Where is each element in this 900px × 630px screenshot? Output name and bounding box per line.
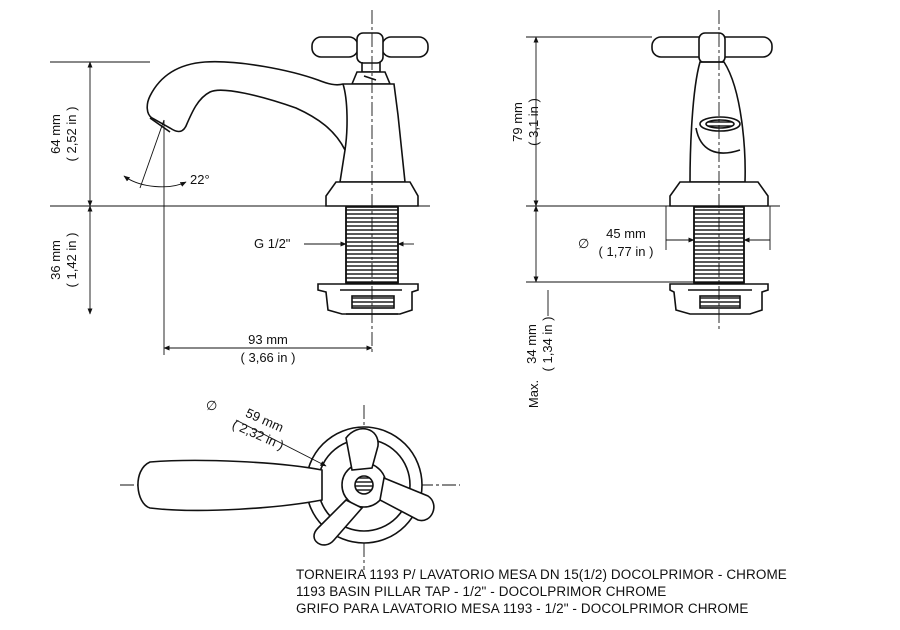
side-view	[651, 32, 773, 315]
handle-diameter-symbol: ∅	[206, 398, 217, 413]
svg-text:79 mm: 79 mm	[510, 102, 525, 142]
front-handle	[311, 32, 429, 85]
base-diameter-value: 45 mm	[606, 226, 646, 241]
front-height-upper-label: 64 mm ( 2,52 in )	[48, 107, 79, 162]
svg-text:( 2,52 in ): ( 2,52 in )	[64, 107, 79, 162]
reach-value: 93 mm	[248, 332, 288, 347]
side-dimensions	[526, 10, 780, 330]
svg-text:( 3,1 in ): ( 3,1 in )	[526, 98, 541, 146]
svg-text:36 mm: 36 mm	[48, 240, 63, 280]
front-spout	[146, 60, 406, 183]
base-diameter-inch: ( 1,77 in )	[599, 244, 654, 259]
caption-line-en: 1193 BASIN PILLAR TAP - 1/2" - DOCOLPRIM…	[296, 584, 667, 599]
max-thread-label: 34 mm ( 1,34 in )	[524, 317, 555, 372]
thread-label: G 1/2"	[254, 236, 291, 251]
side-height-label: 79 mm ( 3,1 in )	[510, 98, 541, 146]
base-diameter-symbol: ∅	[578, 236, 589, 251]
caption-line-pt: TORNEIRA 1193 P/ LAVATORIO MESA DN 15(1/…	[296, 567, 787, 582]
reach-inch: ( 3,66 in )	[241, 350, 296, 365]
top-dimensions	[235, 419, 327, 467]
svg-text:( 1,42 in ): ( 1,42 in )	[64, 233, 79, 288]
svg-text:64 mm: 64 mm	[48, 114, 63, 154]
svg-text:( 1,34 in ): ( 1,34 in )	[540, 317, 555, 372]
handle-diameter-label: 59 mm ( 2,32 in )	[230, 405, 286, 453]
svg-text:34 mm: 34 mm	[524, 324, 539, 364]
angle-label: 22°	[190, 172, 210, 187]
front-dimensions	[50, 10, 430, 355]
caption-line-es: GRIFO PARA LAVATORIO MESA 1193 - 1/2" - …	[296, 601, 749, 616]
front-height-lower-label: 36 mm ( 1,42 in )	[48, 233, 79, 288]
top-view	[120, 405, 460, 570]
max-prefix: Max.	[526, 380, 541, 408]
product-caption: TORNEIRA 1193 P/ LAVATORIO MESA DN 15(1/…	[296, 566, 896, 617]
